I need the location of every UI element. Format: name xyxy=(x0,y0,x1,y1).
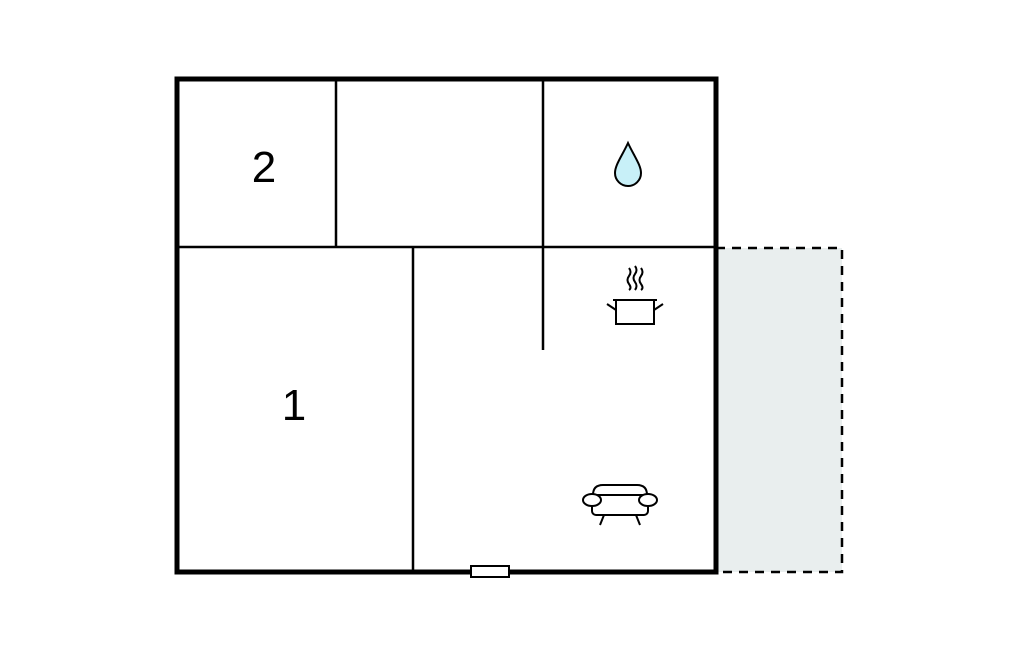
interior-walls xyxy=(177,79,716,572)
water-drop-icon xyxy=(613,140,643,187)
terrace xyxy=(714,246,844,574)
entrance-door xyxy=(470,565,510,578)
room-label-bedroom-2: 2 xyxy=(252,143,276,192)
sofa-icon xyxy=(582,484,658,526)
room-label-bedroom-1: 1 xyxy=(282,381,306,430)
cooking-pot-icon xyxy=(606,265,664,325)
